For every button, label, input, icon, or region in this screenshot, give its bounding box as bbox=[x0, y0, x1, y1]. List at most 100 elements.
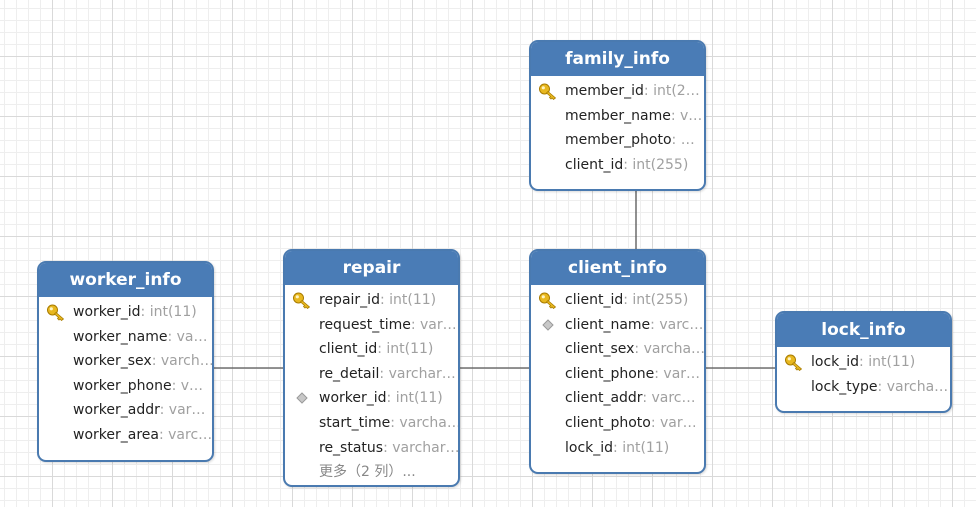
foreign-key-icon bbox=[292, 389, 312, 407]
column-type: : varcha… bbox=[634, 341, 704, 358]
column-type: : int(11) bbox=[379, 292, 437, 308]
column-name: member_photo bbox=[565, 132, 672, 149]
column-row[interactable]: re_detail: varchar… bbox=[285, 362, 458, 387]
column-list: repair_id: int(11)request_time: var…clie… bbox=[285, 285, 458, 485]
column-row[interactable]: re_status: varchar… bbox=[285, 436, 458, 461]
column-name: worker_sex bbox=[73, 353, 152, 370]
column-name: member_name bbox=[565, 107, 671, 124]
column-type: : int(2… bbox=[643, 83, 700, 99]
column-row[interactable]: lock_type: varcha… bbox=[777, 375, 950, 400]
column-name: re_status bbox=[319, 439, 384, 456]
column-name: client_name bbox=[565, 316, 651, 333]
column-name: worker_area bbox=[73, 426, 159, 443]
column-row[interactable]: worker_area: varc… bbox=[39, 423, 212, 448]
table-lock-info[interactable]: lock_info lock_id: int(11)lock_type: var… bbox=[775, 311, 952, 413]
table-title[interactable]: family_info bbox=[531, 42, 704, 76]
more-columns-link[interactable]: 更多（2 列）... bbox=[319, 464, 416, 481]
column-name: member_id bbox=[565, 83, 644, 99]
column-row[interactable]: repair_id: int(11) bbox=[285, 288, 458, 313]
column-name: re_detail bbox=[319, 365, 380, 382]
column-row[interactable]: worker_phone: v… bbox=[39, 374, 212, 399]
column-name: lock_id bbox=[565, 439, 614, 456]
column-row[interactable]: start_time: varcha… bbox=[285, 411, 458, 436]
column-row[interactable]: client_addr: varc… bbox=[531, 386, 704, 411]
table-title[interactable]: lock_info bbox=[777, 313, 950, 347]
column-row[interactable]: client_photo: var… bbox=[531, 411, 704, 436]
primary-key-icon bbox=[538, 291, 558, 310]
column-type: : int(11) bbox=[386, 390, 443, 407]
column-list: worker_id: int(11)worker_name: va…worker… bbox=[39, 297, 212, 448]
column-type: : var… bbox=[650, 414, 697, 431]
column-type: : int(11) bbox=[140, 304, 197, 320]
column-type: : varcha… bbox=[877, 378, 949, 395]
column-row[interactable]: client_id: int(11) bbox=[285, 337, 458, 362]
column-row[interactable]: client_id: int(255) bbox=[531, 153, 704, 178]
column-type: : v… bbox=[171, 377, 204, 394]
column-type: : int(11) bbox=[377, 341, 434, 358]
primary-key-icon bbox=[292, 291, 312, 310]
column-type: : int(11) bbox=[859, 354, 916, 370]
column-type: : int(255) bbox=[623, 156, 689, 173]
column-name: start_time bbox=[319, 414, 391, 431]
column-name: repair_id bbox=[319, 292, 380, 308]
column-name: worker_id bbox=[319, 390, 387, 407]
column-type: : va… bbox=[167, 328, 208, 345]
column-type: : int(255) bbox=[623, 292, 689, 308]
column-row[interactable]: worker_name: va… bbox=[39, 325, 212, 350]
column-type: : varch… bbox=[151, 353, 212, 370]
column-row[interactable]: client_id: int(255) bbox=[531, 288, 704, 313]
table-repair[interactable]: repair repair_id: int(11)request_time: v… bbox=[283, 249, 460, 487]
column-row[interactable]: member_name: v… bbox=[531, 104, 704, 129]
column-type: : var… bbox=[410, 316, 457, 333]
column-name: worker_addr bbox=[73, 402, 160, 419]
column-row[interactable]: lock_id: int(11) bbox=[777, 350, 950, 375]
column-row[interactable]: worker_addr: var… bbox=[39, 398, 212, 423]
column-name: client_photo bbox=[565, 414, 651, 431]
column-row[interactable]: client_phone: var… bbox=[531, 362, 704, 387]
column-row[interactable]: client_sex: varcha… bbox=[531, 337, 704, 362]
column-type: : varc… bbox=[642, 390, 696, 407]
column-row[interactable]: member_photo: … bbox=[531, 128, 704, 153]
column-type: : varc… bbox=[158, 426, 212, 443]
column-name: client_addr bbox=[565, 390, 643, 407]
column-type: : varc… bbox=[650, 316, 704, 333]
column-type: : varchar… bbox=[379, 365, 456, 382]
column-type: : int(11) bbox=[613, 439, 670, 456]
table-family-info[interactable]: family_info member_id: int(2…member_name… bbox=[529, 40, 706, 191]
column-row[interactable]: worker_id: int(11) bbox=[39, 300, 212, 325]
table-worker-info[interactable]: worker_info worker_id: int(11)worker_nam… bbox=[37, 261, 214, 462]
column-name: worker_name bbox=[73, 328, 168, 345]
column-row[interactable]: client_name: varc… bbox=[531, 313, 704, 338]
column-row[interactable]: request_time: var… bbox=[285, 313, 458, 338]
table-title[interactable]: repair bbox=[285, 251, 458, 285]
table-title[interactable]: worker_info bbox=[39, 263, 212, 297]
column-row[interactable]: worker_sex: varch… bbox=[39, 349, 212, 374]
column-type: : var… bbox=[654, 365, 701, 382]
column-name: client_id bbox=[565, 292, 624, 308]
column-type: : v… bbox=[670, 107, 703, 124]
column-name: lock_id bbox=[811, 354, 860, 370]
column-name: worker_id bbox=[73, 304, 141, 320]
column-list: lock_id: int(11)lock_type: varcha… bbox=[777, 347, 950, 399]
column-list: client_id: int(255)client_name: varc…cli… bbox=[531, 285, 704, 460]
column-type: : varchar… bbox=[383, 439, 458, 456]
column-name: lock_type bbox=[811, 378, 878, 395]
primary-key-icon bbox=[46, 303, 66, 322]
column-row[interactable]: worker_id: int(11) bbox=[285, 386, 458, 411]
column-type: : varcha… bbox=[390, 414, 458, 431]
column-list: member_id: int(2…member_name: v…member_p… bbox=[531, 76, 704, 177]
table-client-info[interactable]: client_info client_id: int(255)client_na… bbox=[529, 249, 706, 474]
table-title[interactable]: client_info bbox=[531, 251, 704, 285]
column-name: request_time bbox=[319, 316, 411, 333]
column-name: worker_phone bbox=[73, 377, 172, 394]
primary-key-icon bbox=[784, 353, 804, 372]
column-name: client_id bbox=[319, 341, 378, 358]
column-name: client_phone bbox=[565, 365, 655, 382]
primary-key-icon bbox=[538, 82, 558, 101]
foreign-key-icon bbox=[538, 316, 558, 334]
column-row[interactable]: lock_id: int(11) bbox=[531, 436, 704, 461]
column-name: client_id bbox=[565, 156, 624, 173]
column-row[interactable]: member_id: int(2… bbox=[531, 79, 704, 104]
column-type: : … bbox=[671, 132, 695, 149]
